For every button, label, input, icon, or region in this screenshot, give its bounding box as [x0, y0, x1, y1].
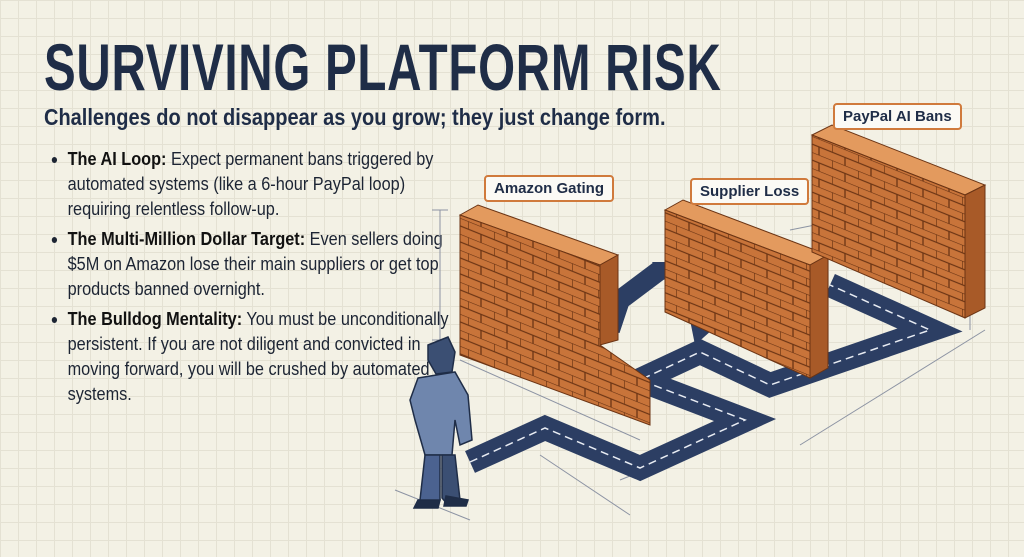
bullet-item: The Bulldog Mentality: You must be uncon… [68, 306, 455, 406]
brick-wall-amazon-gating [458, 204, 651, 426]
page-title: SURVIVING PLATFORM RISK [44, 30, 722, 104]
wall-label-paypal-ai-bans: PayPal AI Bans [833, 103, 962, 130]
bullet-heading: The Bulldog Mentality: [67, 308, 243, 329]
bullet-item: The Multi-Million Dollar Target: Even se… [68, 226, 455, 301]
bullet-text: Even sellers doing $5M on Amazon lose th… [67, 228, 443, 299]
wall-label-amazon-gating: Amazon Gating [484, 175, 615, 202]
bullet-heading: The AI Loop: [67, 148, 167, 169]
bullet-heading: The Multi-Million Dollar Target: [67, 228, 306, 249]
bullet-text: You must be unconditionally persistent. … [67, 308, 449, 404]
wall-label-supplier-loss: Supplier Loss [690, 178, 810, 205]
bullet-text: Expect permanent bans triggered by autom… [67, 148, 434, 219]
page-subtitle: Challenges do not disappear as you grow;… [44, 104, 666, 130]
bullet-list: The AI Loop: Expect permanent bans trigg… [50, 146, 455, 411]
bullet-item: The AI Loop: Expect permanent bans trigg… [68, 146, 455, 221]
brick-wall-paypal-ai-bans [810, 124, 987, 319]
person-figure [409, 336, 473, 509]
brick-wall-supplier-loss [663, 199, 830, 379]
